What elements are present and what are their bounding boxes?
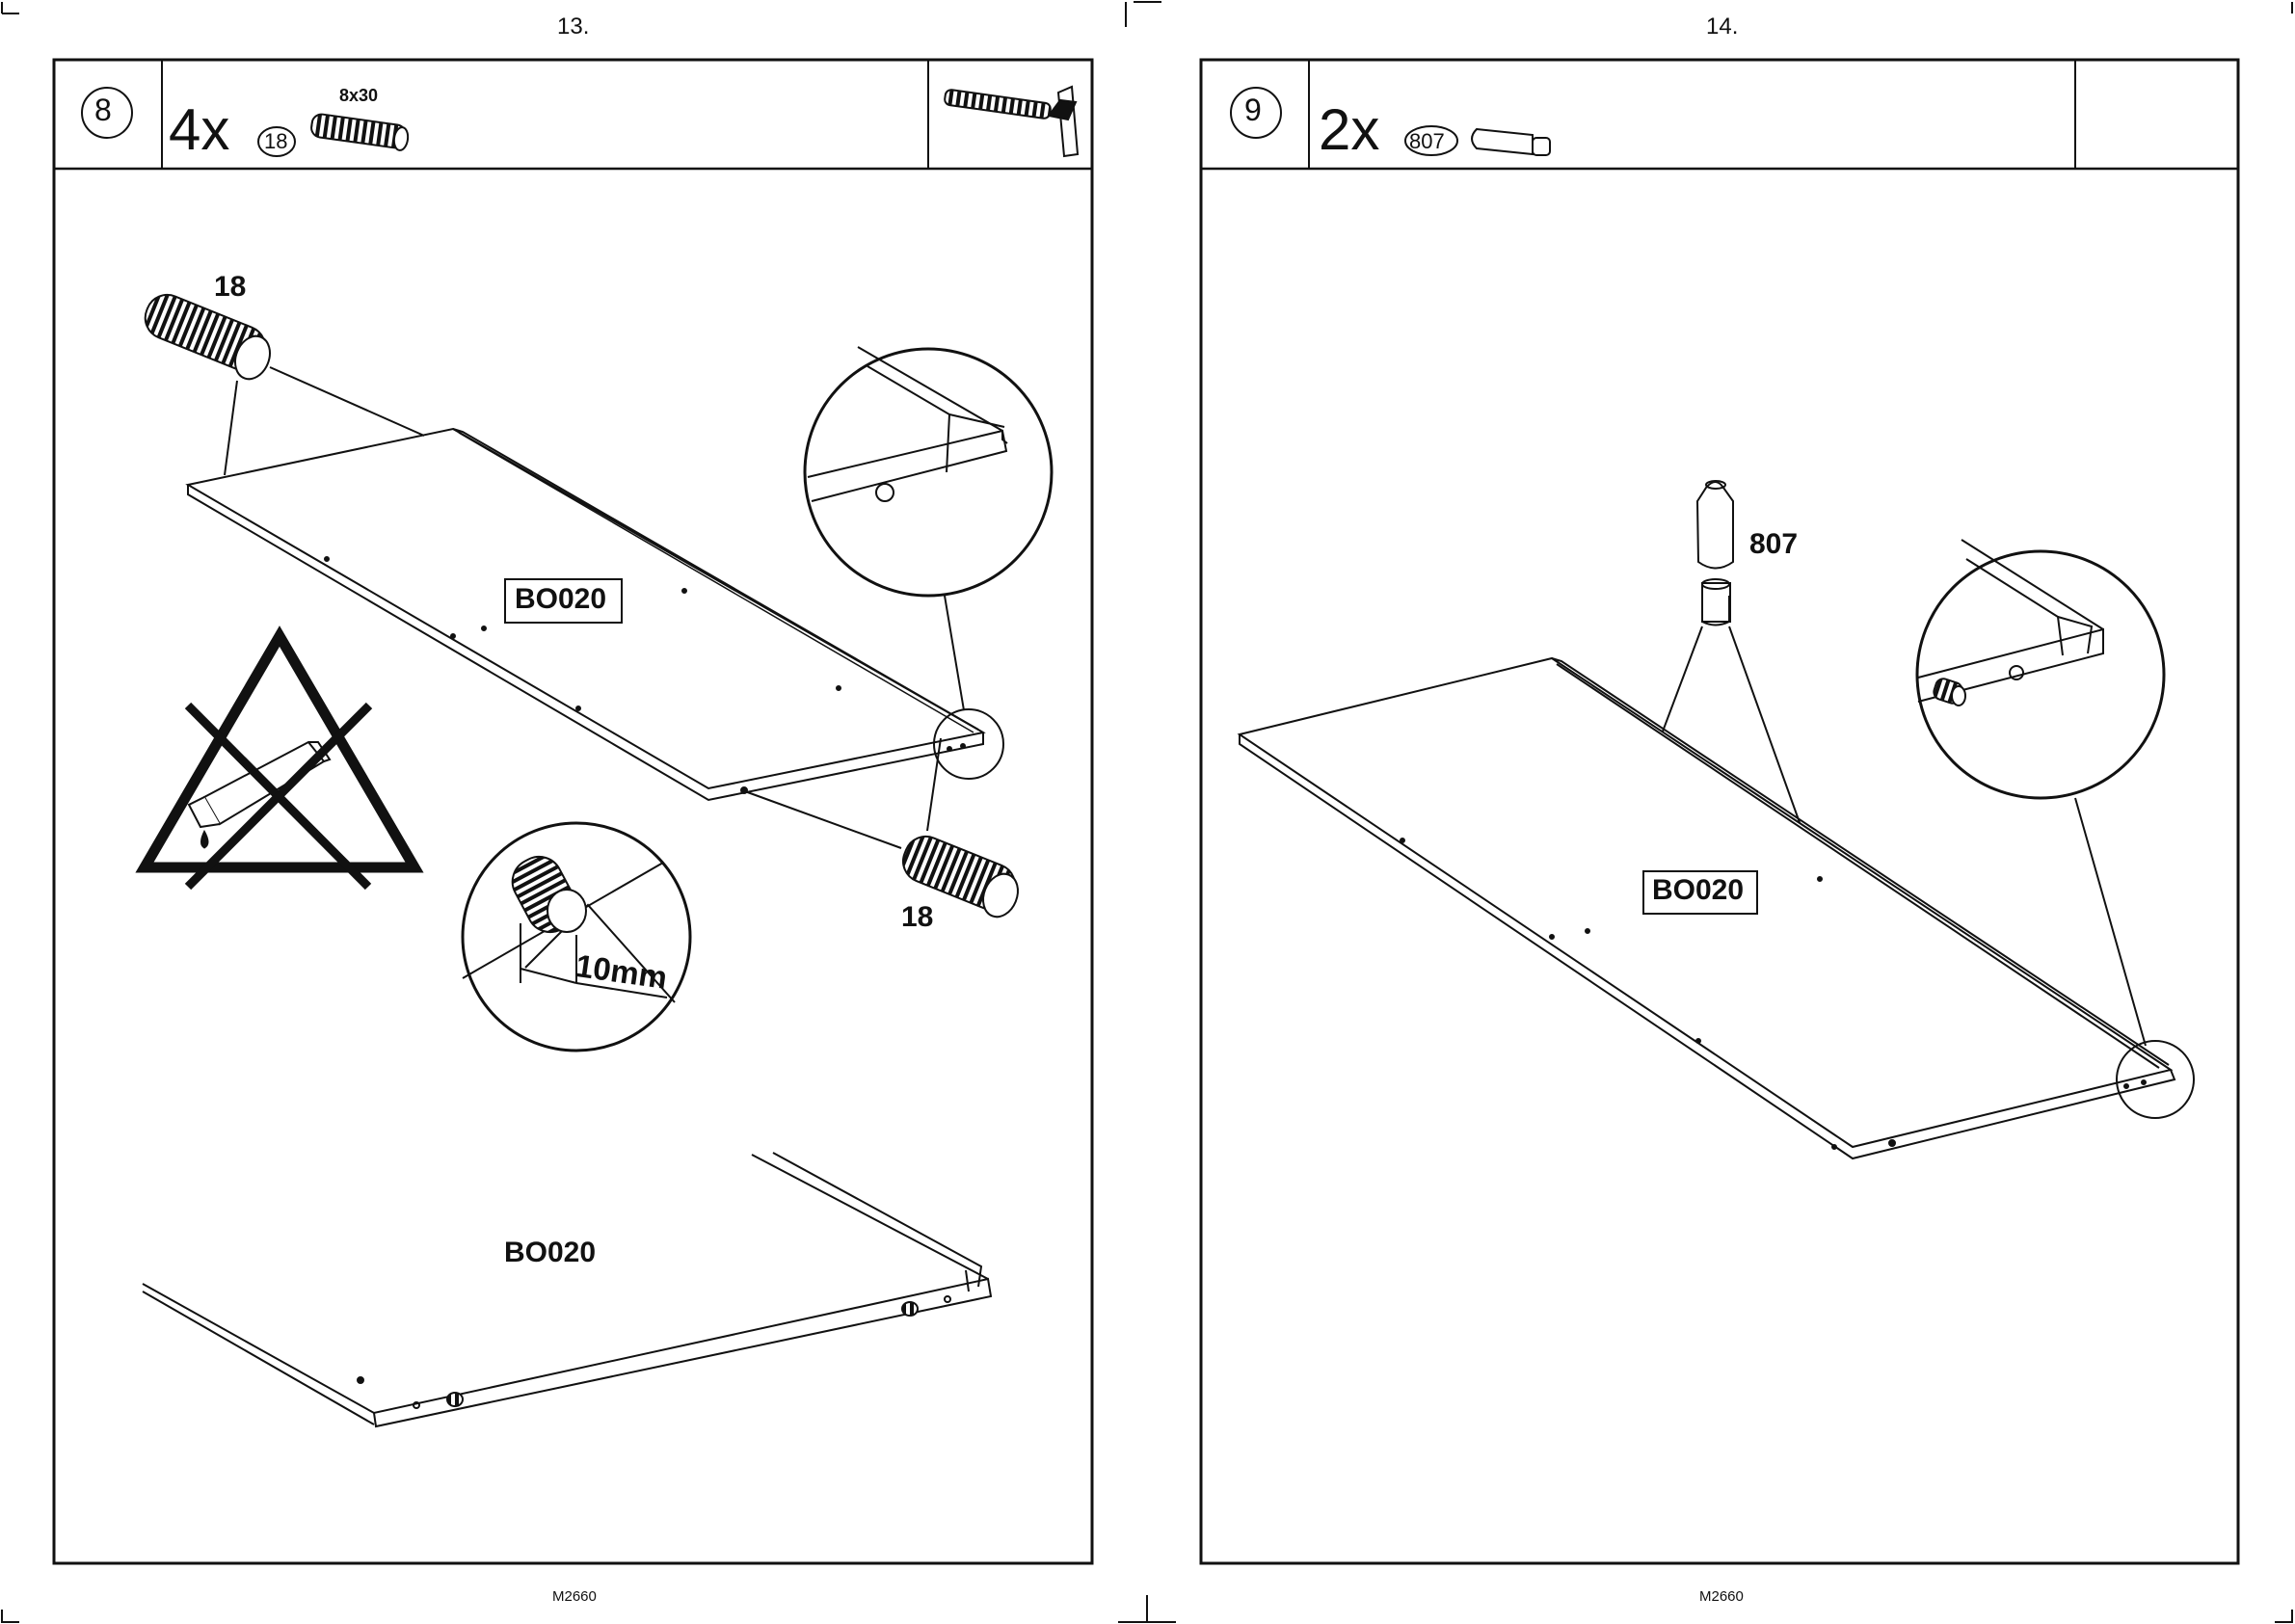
callout-dowel-top: 18 xyxy=(214,271,246,304)
callout-dowel-bottom: 18 xyxy=(901,901,933,934)
page-left xyxy=(54,60,1092,1563)
step-quantity: 4x xyxy=(169,101,229,159)
panel-label-top: BO020 xyxy=(515,583,606,616)
part-size-label: 8x30 xyxy=(339,86,378,106)
part-id-label: 18 xyxy=(264,129,287,154)
panel-bo020-lower xyxy=(143,1153,991,1426)
step-quantity: 2x xyxy=(1319,101,1379,159)
detail-magnifier-depth xyxy=(463,823,690,1051)
callout-pin: 807 xyxy=(1749,528,1798,561)
page-right xyxy=(1201,60,2238,1563)
pin-header-icon xyxy=(1472,129,1550,155)
panel-label-right: BO020 xyxy=(1652,874,1744,907)
step-number-label: 9 xyxy=(1244,93,1262,128)
step-number-label: 8 xyxy=(94,93,112,128)
hammer-icon xyxy=(944,87,1078,156)
part-id-label: 807 xyxy=(1409,129,1445,154)
dowel-header-icon xyxy=(310,113,410,151)
no-glue-warning-icon xyxy=(145,636,414,887)
panel-label-lower: BO020 xyxy=(504,1237,596,1269)
